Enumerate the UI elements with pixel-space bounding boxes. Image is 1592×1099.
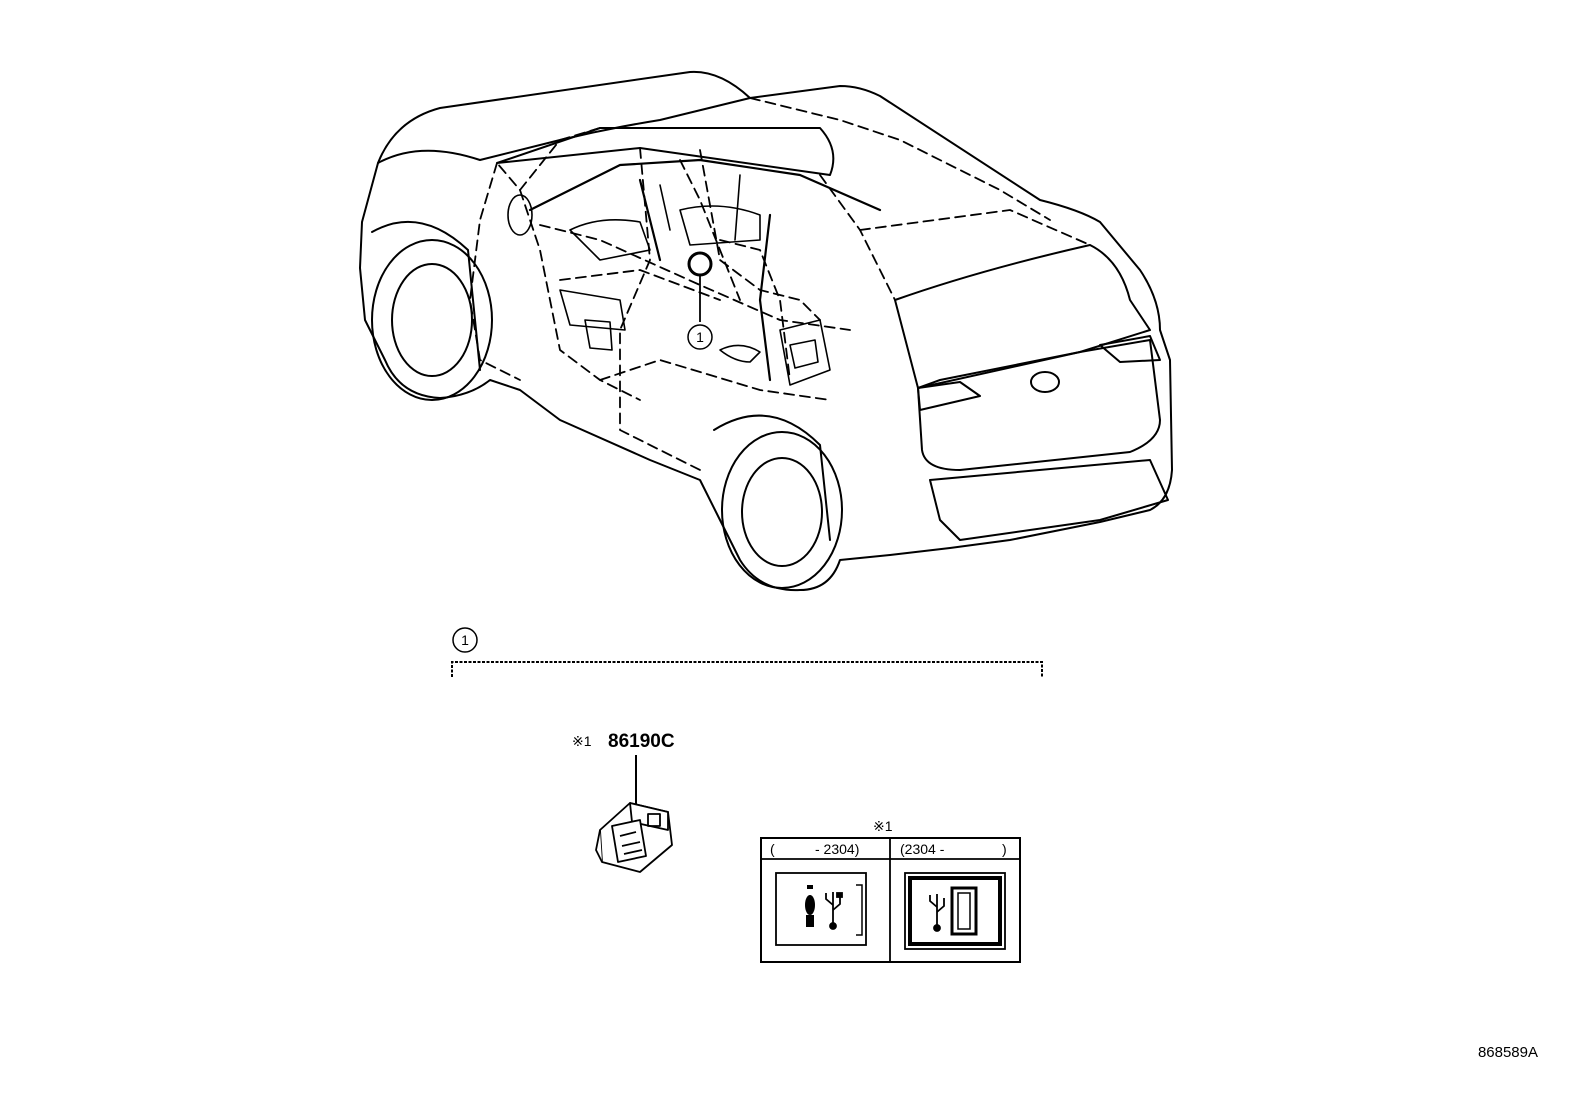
right-header-close: ) — [1002, 841, 1007, 857]
usb-symbol-icon — [929, 894, 945, 932]
wire-harness-route — [528, 158, 882, 382]
left-header-open: ( — [770, 841, 775, 857]
rear-bumper — [929, 459, 1169, 541]
rear-window — [894, 244, 1151, 389]
vehicle-illustration — [359, 70, 1173, 592]
callout-on-vehicle: 1 — [687, 251, 713, 350]
usb-aux-socket-variant — [775, 872, 867, 946]
section-bracket: 1 — [451, 627, 1043, 677]
hood-line — [377, 97, 751, 164]
figure-code: 868589A — [1478, 1044, 1538, 1061]
rear-wheel — [713, 414, 843, 589]
rear-lamp-left — [917, 381, 981, 411]
usb-symbol-icon — [825, 892, 843, 930]
variant-note-mark: ※1 — [873, 818, 893, 834]
front-wheel — [371, 220, 493, 401]
callout-number: 1 — [696, 329, 704, 345]
rear-lamp-right — [1099, 335, 1161, 363]
variant-table: ※1 ( - 2304) (2304 - ) — [760, 818, 1021, 963]
callout-ring — [687, 251, 713, 277]
part-86190c-group[interactable]: ※1 86190C — [572, 731, 675, 873]
cutaway-lines — [469, 97, 1091, 471]
aux-jack-icon — [805, 885, 815, 927]
part-number-label[interactable]: 86190C — [608, 731, 675, 752]
section-badge — [452, 627, 478, 653]
section-number: 1 — [461, 632, 469, 648]
rear-emblem — [1030, 371, 1060, 393]
usb-socket-variant — [904, 872, 1006, 950]
bracket-line — [451, 661, 1043, 677]
usb-port-icon — [950, 886, 978, 936]
left-header-range: - 2304) — [815, 841, 859, 857]
tailgate-panel — [917, 339, 1161, 471]
windshield-frame — [496, 127, 835, 176]
interior-details — [507, 174, 831, 386]
usb-adapter-icon — [595, 802, 673, 873]
body-outline — [359, 70, 1173, 592]
part-note-mark: ※1 — [572, 733, 592, 749]
right-header-range: (2304 - — [900, 841, 945, 857]
callout-badge — [687, 324, 713, 350]
